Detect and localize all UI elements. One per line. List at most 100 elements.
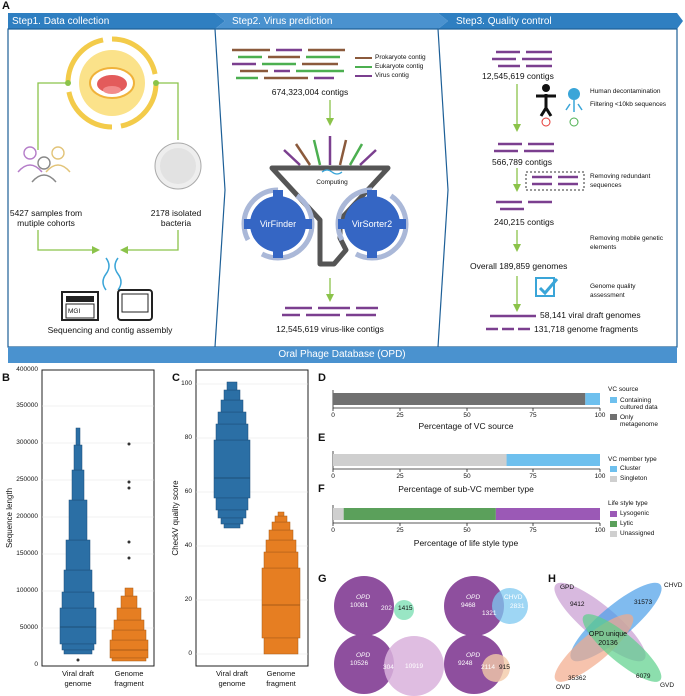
bar-segment-0-1 <box>585 393 600 405</box>
b-ytick-4: 200000 <box>16 513 38 520</box>
b-ytick-3: 150000 <box>16 550 38 557</box>
d-xtick-2: 50 <box>463 412 471 419</box>
computing-label: Computing <box>316 179 348 186</box>
b-ytick-0: 0 <box>34 661 38 668</box>
e-legend-title: VC member type <box>608 456 657 463</box>
f-xlabel: Percentage of life style type <box>413 538 519 548</box>
legend-prokaryote: Prokaryote contig <box>375 54 426 61</box>
d-legend-1: Only metagenome <box>620 414 658 429</box>
step3-gq2: assessment <box>590 292 625 299</box>
f-legend-title: Life style type <box>608 500 648 507</box>
bar-segment-2-1 <box>343 508 496 520</box>
f-xtick-2: 50 <box>463 527 471 534</box>
legend-virus: Virus contig <box>375 72 409 79</box>
g4-b-only: 915 <box>499 664 510 671</box>
d-xlabel: Percentage of VC source <box>418 421 514 431</box>
g4-both: 2114 <box>481 664 495 671</box>
d-xtick-4: 100 <box>594 412 606 419</box>
d-legend-title: VC source <box>608 386 639 393</box>
mgi-logo-text: MGI <box>68 308 81 315</box>
panel-label-e: E <box>318 432 326 444</box>
step3-gq1: Genome quality <box>590 283 636 290</box>
g3-a-label: OPD <box>356 652 371 659</box>
d-xtick-0: 0 <box>331 412 335 419</box>
panel-c-ylabel: CheckV quality score <box>171 480 180 556</box>
virfinder-label: VirFinder <box>259 219 297 229</box>
panel-label-b: B <box>2 372 10 384</box>
panel-label-a: A <box>2 0 10 12</box>
b-xlabel-2a: Genome <box>114 669 144 678</box>
c-ytick-4: 80 <box>184 434 192 441</box>
opd-footer: Oral Phage Database (OPD) <box>278 349 406 360</box>
e-legend-1: Singleton <box>620 475 648 482</box>
panel-label-h: H <box>548 573 556 585</box>
g1-a-only: 10081 <box>350 602 369 609</box>
step3-c3: 240,215 contigs <box>494 217 555 227</box>
h-value-gpd: 9412 <box>570 601 585 608</box>
b-ytick-1: 50000 <box>19 624 38 631</box>
contigs-count: 674,323,004 contigs <box>271 87 349 97</box>
g2-a-only: 9468 <box>461 602 476 609</box>
f-xtick-4: 100 <box>594 527 606 534</box>
bar-segment-1-0 <box>333 454 507 466</box>
panel-label-g: G <box>318 573 327 585</box>
isolated-text: 2178 isolated bacteria <box>150 208 202 229</box>
e-xtick-0: 0 <box>331 473 335 480</box>
c-ytick-5: 100 <box>181 380 192 387</box>
f-xtick-3: 75 <box>529 527 537 534</box>
step3-rr1: Removing redundant <box>590 173 651 180</box>
bar-segment-0-0 <box>333 393 586 405</box>
bar-segment-1-1 <box>506 454 600 466</box>
h-label-chvd: CHVD <box>664 582 683 589</box>
step3-title: Step3. Quality control <box>456 16 552 27</box>
f-legend-2: Unassigned <box>620 530 655 537</box>
step3-rr2: sequences <box>590 182 622 189</box>
c-ytick-0: 0 <box>188 650 192 657</box>
virus-like-count: 12,545,619 virus-like contigs <box>276 324 384 334</box>
g2-b-only: 2831 <box>510 603 525 610</box>
g4-a-only: 9248 <box>458 660 473 667</box>
h-value-chvd: 31573 <box>634 599 653 606</box>
h-center-value: 20136 <box>598 640 618 647</box>
b-xlabel-1b: genome <box>64 679 92 688</box>
e-xtick-4: 100 <box>594 473 606 480</box>
b-ytick-2: 100000 <box>16 587 38 594</box>
b-ytick-7: 350000 <box>16 402 38 409</box>
b-xlabel-2b: fragment <box>114 679 144 688</box>
b-ytick-6: 300000 <box>16 439 38 446</box>
g1-a-label: OPD <box>356 594 371 601</box>
bar-segment-2-0 <box>333 508 344 520</box>
c-xlabel-2a: Genome <box>266 669 296 678</box>
panel-label-c: C <box>172 372 180 384</box>
samples-text: 5427 samples from mutiple cohorts <box>9 208 83 229</box>
c-ytick-1: 20 <box>184 596 192 603</box>
g1-b-only: 1415 <box>398 605 413 612</box>
g4-a-label: OPD <box>466 652 481 659</box>
h-value-gvd: 6079 <box>636 673 651 680</box>
f-xtick-0: 0 <box>331 527 335 534</box>
step3-hd2: Filtering <10kb sequences <box>590 101 667 108</box>
step2-title: Step2. Virus prediction <box>232 16 333 27</box>
step3-frag: 131,718 genome fragments <box>534 324 638 334</box>
c-xlabel-2b: fragment <box>266 679 296 688</box>
c-ytick-3: 60 <box>184 488 192 495</box>
step3-rm2: elements <box>590 244 617 251</box>
e-xlabel: Percentage of sub-VC member type <box>398 484 534 494</box>
d-xtick-3: 75 <box>529 412 537 419</box>
step3-viral: 58,141 viral draft genomes <box>540 310 641 320</box>
e-xtick-1: 25 <box>396 473 404 480</box>
g3-a-only: 10526 <box>350 660 369 667</box>
f-legend-0: Lysogenic <box>620 510 650 517</box>
legend-eukaryote: Eukaryote contig <box>375 63 424 70</box>
b-xlabel-1a: Viral draft <box>62 669 94 678</box>
step1-title: Step1. Data collection <box>12 16 110 27</box>
g3-b-only: 10919 <box>405 663 424 670</box>
assembly-text: Sequencing and contig assembly <box>47 325 173 335</box>
b-ytick-8: 400000 <box>16 366 38 373</box>
bar-segment-2-2 <box>495 508 600 520</box>
c-xlabel-1a: Viral draft <box>216 669 248 678</box>
h-label-gvd: GVD <box>660 682 675 689</box>
